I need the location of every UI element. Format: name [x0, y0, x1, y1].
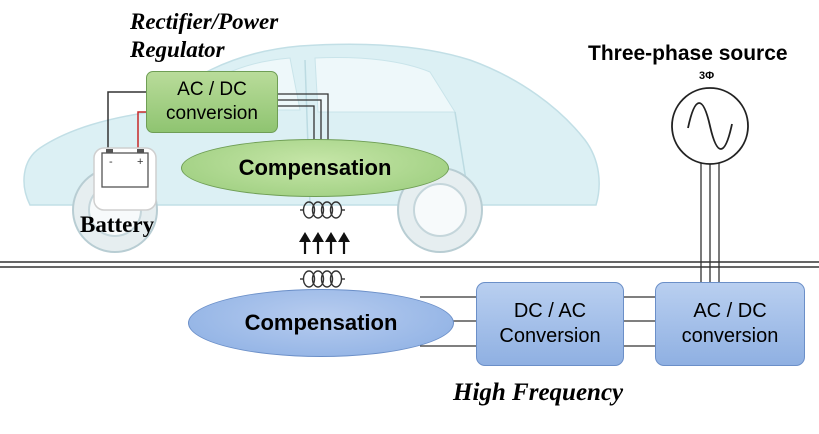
- coil-icon: [300, 201, 345, 219]
- battery-minus: -: [109, 156, 113, 168]
- battery-icon: - +: [93, 147, 157, 211]
- ground-wires: [420, 163, 720, 347]
- vehicle-acdc-box: AC / DC conversion: [146, 71, 278, 133]
- vehicle-compensation: Compensation: [181, 139, 449, 197]
- phase-symbol: 3Φ: [699, 70, 715, 82]
- coil-icon: [300, 270, 345, 288]
- rectifier-regulator-title: Rectifier/Power Regulator: [130, 9, 279, 62]
- vehicle-wires: [276, 93, 329, 142]
- three-phase-source-title: Three-phase source: [588, 42, 788, 65]
- arrow-up-icon: [299, 232, 350, 254]
- dcac-box: DC / AC Conversion: [476, 282, 624, 366]
- battery-plus: +: [137, 156, 143, 168]
- high-frequency-label: High Frequency: [453, 379, 624, 406]
- battery-wires: [107, 91, 146, 152]
- grid-acdc-box: AC / DC conversion: [655, 282, 805, 366]
- battery-label: Battery: [80, 212, 155, 237]
- ground-compensation: Compensation: [188, 289, 454, 357]
- ac-source-icon: [671, 87, 749, 165]
